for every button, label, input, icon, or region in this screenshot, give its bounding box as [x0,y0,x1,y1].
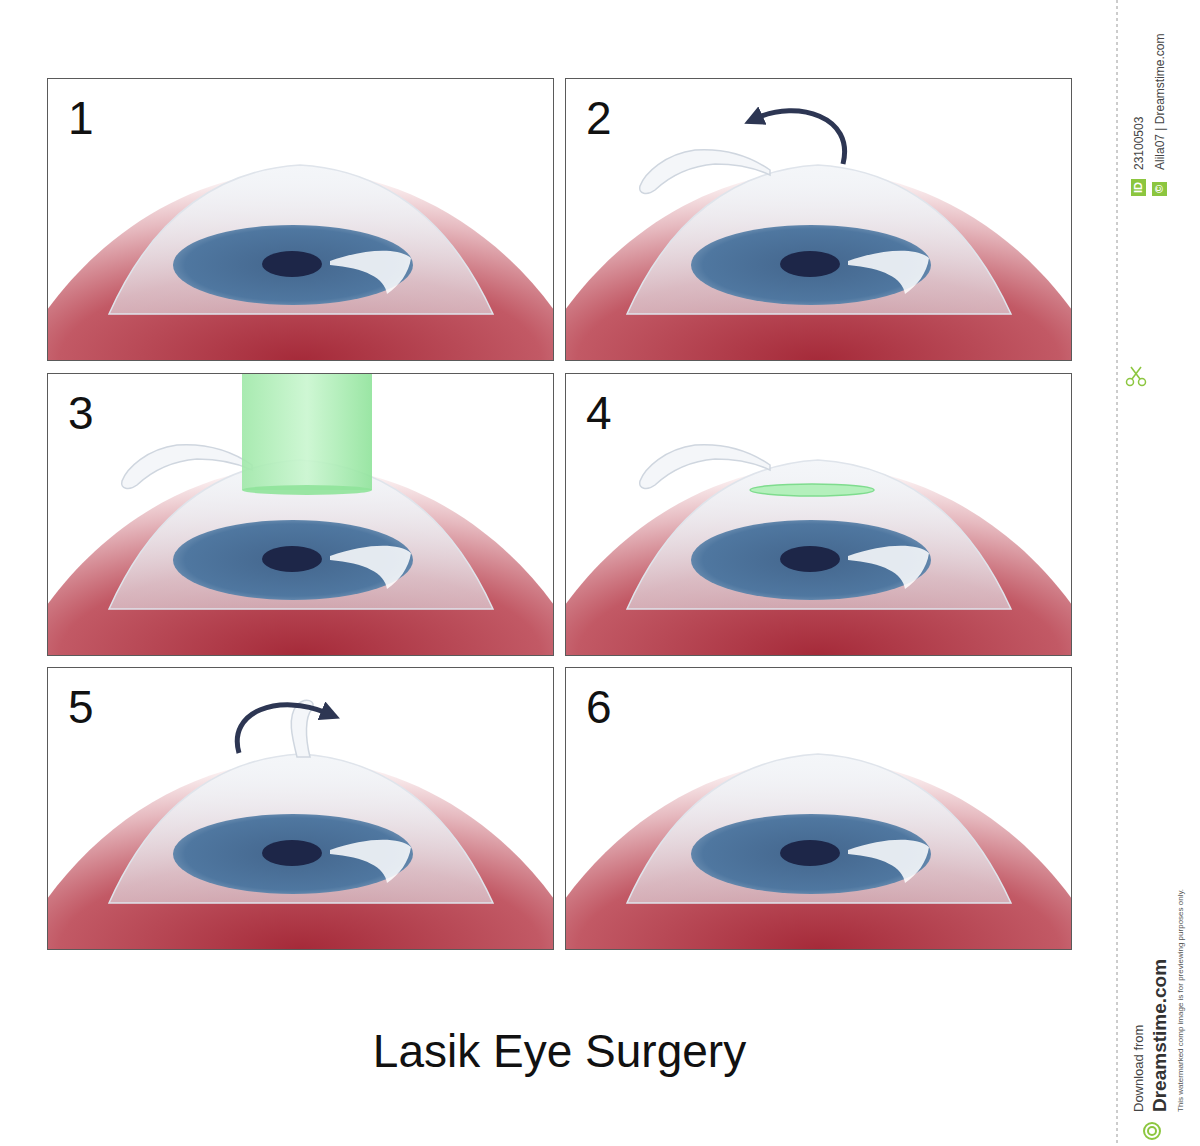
motion-arrow [757,111,845,164]
step-panel: 2 [565,78,1072,361]
motion-arrow [237,705,327,753]
site-name: Dreamstime.com [1149,959,1172,1112]
copyright-badge: © [1152,182,1167,196]
step-panel: 6 [565,667,1072,950]
cut-line [1117,0,1118,1146]
laser-spot [242,485,372,495]
id-badge: ID [1131,179,1146,196]
eye-drawing [565,165,1072,361]
image-id: 23100503 [1132,117,1146,170]
logo-swirl [1144,1123,1160,1139]
corneal-flap [640,150,770,194]
eye-drawing [47,165,554,361]
corneal-flap [640,445,770,489]
step-number: 4 [586,390,612,436]
step-panel: 5 [47,667,554,950]
step-panel: 3 [47,373,554,656]
eye-drawing [47,460,554,656]
step-panel: 1 [47,78,554,361]
eye-drawing [565,754,1072,950]
download-note: Download from [1131,1025,1147,1112]
step-number: 6 [586,684,612,730]
laser-beam [242,374,372,490]
step-number: 1 [68,95,94,141]
reshaped-area [750,484,874,496]
figure-title: Lasik Eye Surgery [47,1024,1072,1079]
eye-drawing [565,460,1072,656]
author-credit: Alila07 | Dreamstime.com [1153,34,1167,171]
step-number: 2 [586,95,612,141]
eye-drawing [47,754,554,950]
step-panel: 4 [565,373,1072,656]
step-number: 3 [68,390,94,436]
scissors-icon [1127,367,1146,386]
preview-note: This watermarked comp image is for previ… [1176,889,1186,1112]
step-number: 5 [68,684,94,730]
corneal-flap [122,445,252,489]
